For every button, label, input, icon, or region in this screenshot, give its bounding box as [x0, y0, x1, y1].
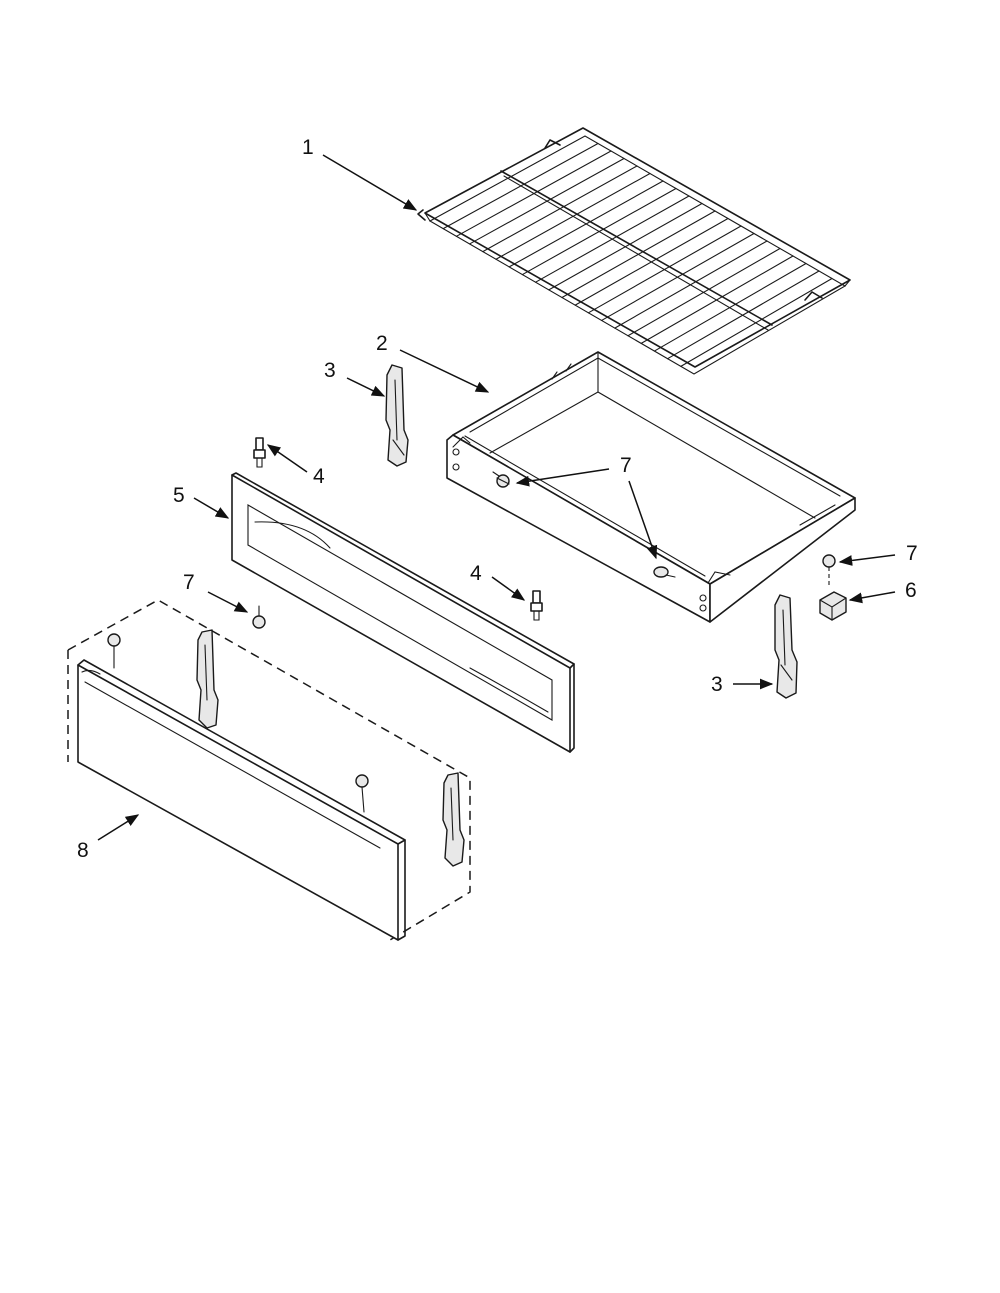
drawer-slide-left [385, 364, 409, 467]
callout-7-panel: 7 [183, 571, 195, 594]
stud-left [253, 437, 266, 468]
front-screw-right [355, 774, 369, 813]
rack-wire [653, 262, 807, 352]
callout-4-upper: 4 [313, 465, 325, 488]
screw-pan-right [653, 566, 676, 578]
screw-panel [252, 605, 266, 629]
leader-lines [97, 154, 896, 841]
callout-4-lower: 4 [470, 562, 482, 585]
drawer-front [67, 599, 471, 941]
drawer-panel [231, 472, 575, 753]
callout-7-pan: 7 [620, 454, 632, 477]
rack-wire [667, 270, 820, 360]
callout-7-clip: 7 [906, 542, 918, 565]
callout-3-lower: 3 [711, 673, 723, 696]
callout-3-upper: 3 [324, 359, 336, 382]
screw-clip [822, 554, 836, 588]
callout-8: 8 [77, 839, 89, 862]
callout-5: 5 [173, 484, 185, 507]
drawer-slide-right [774, 594, 798, 699]
callout-6: 6 [905, 579, 917, 602]
stud-right [530, 590, 543, 621]
front-screw-left [107, 633, 121, 669]
drawer-clip [819, 591, 847, 621]
rack-wire [680, 277, 833, 367]
front-bracket-left [196, 629, 219, 729]
drawer-pan [446, 351, 856, 623]
callout-labels: 1 2 3 3 4 4 5 6 7 7 7 8 [77, 136, 918, 862]
callout-2: 2 [376, 332, 388, 355]
front-bracket-right [442, 772, 465, 867]
screw-pan-left [492, 471, 510, 488]
callout-1: 1 [302, 136, 314, 159]
oven-rack [417, 127, 851, 375]
